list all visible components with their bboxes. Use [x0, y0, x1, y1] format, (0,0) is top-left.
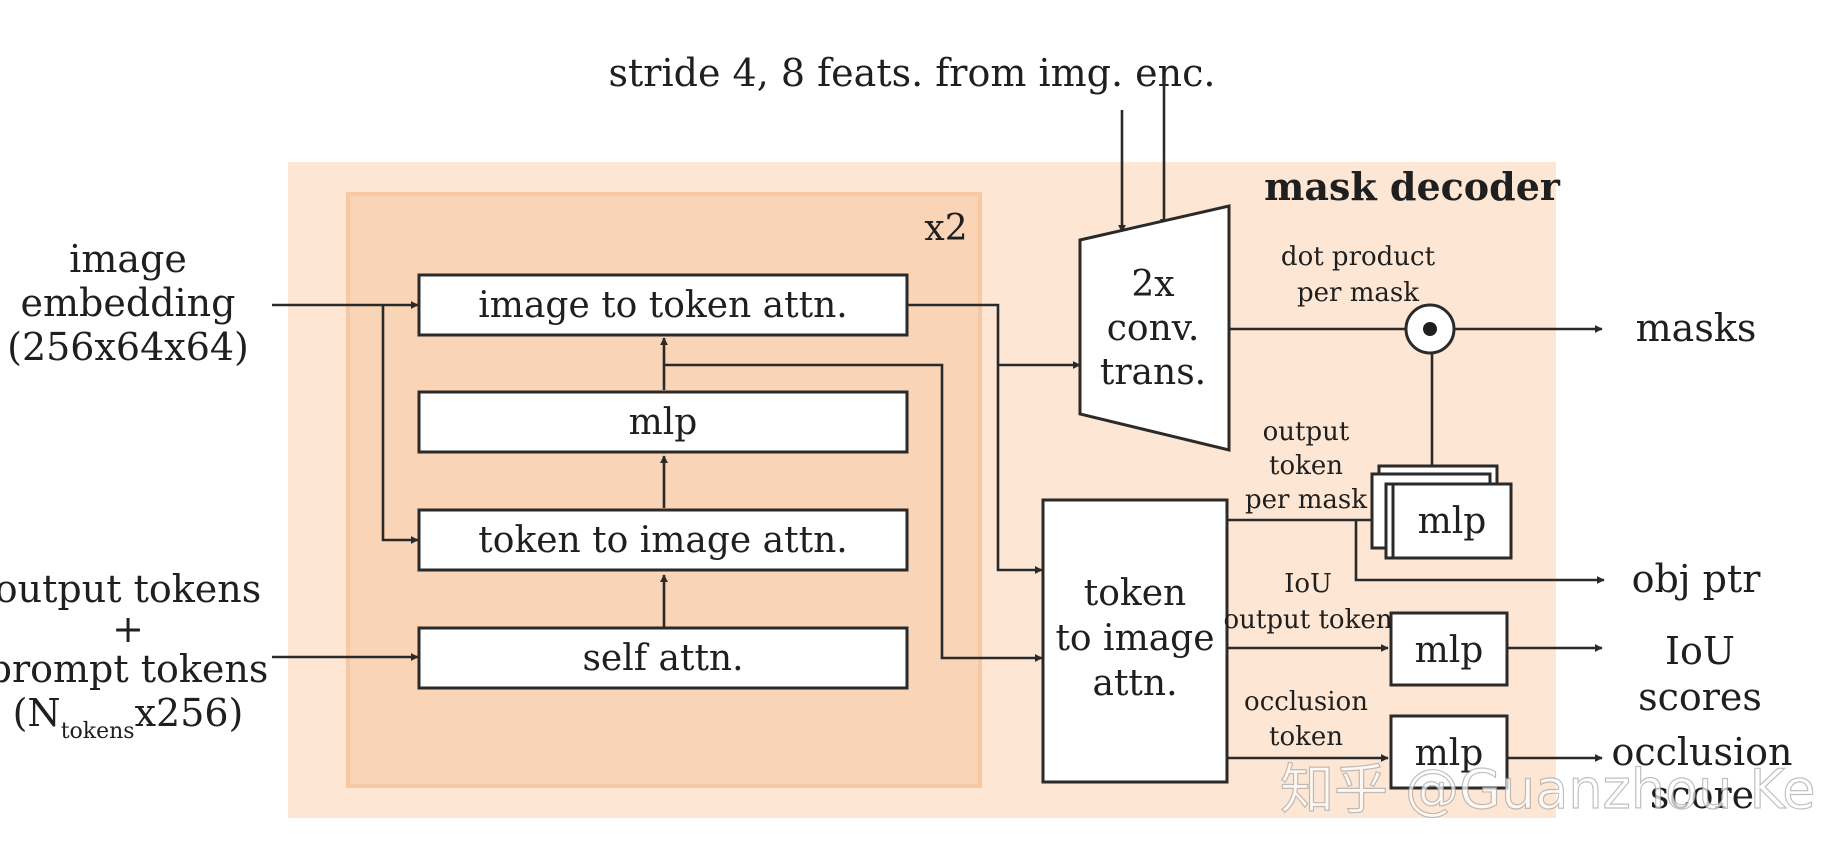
conv-trans-block: 2x conv. trans. — [1078, 204, 1231, 452]
svg-text:prompt tokens: prompt tokens — [0, 647, 268, 691]
svg-text:token: token — [1269, 451, 1343, 481]
svg-text:(256x64x64): (256x64x64) — [7, 325, 249, 369]
output-token-label: output token per mask — [1245, 417, 1367, 515]
svg-text:score: score — [1650, 773, 1754, 817]
svg-text:output tokens: output tokens — [0, 567, 261, 611]
top-input-label: stride 4, 8 feats. from img. enc. — [609, 51, 1216, 95]
svg-text:attn.: attn. — [1092, 663, 1177, 704]
svg-text:token: token — [1084, 573, 1186, 614]
svg-text:mlp: mlp — [1415, 630, 1484, 671]
self-attn-block: self attn. — [417, 626, 909, 690]
svg-text:per mask: per mask — [1245, 485, 1367, 515]
mlp-occlusion-block: mlp — [1389, 714, 1509, 790]
occlusion-token-label: occlusion token — [1244, 687, 1368, 752]
svg-text:output token: output token — [1224, 605, 1393, 635]
image-to-token-attn-block: image to token attn. — [417, 273, 909, 337]
dot-product-label: dot product per mask — [1281, 242, 1436, 308]
svg-text:token to image attn.: token to image attn. — [478, 520, 847, 561]
svg-text:2x: 2x — [1131, 264, 1174, 305]
occlusion-score-output: occlusion score — [1611, 730, 1792, 817]
svg-text:token: token — [1269, 722, 1343, 752]
svg-text:output: output — [1263, 417, 1350, 447]
svg-text:image: image — [69, 237, 187, 281]
svg-text:+: + — [112, 607, 144, 651]
repeat-label: x2 — [924, 208, 967, 249]
svg-text:image to token attn.: image to token attn. — [478, 285, 847, 326]
svg-text:conv.: conv. — [1107, 308, 1200, 349]
iou-output-token-label: IoU output token — [1224, 569, 1393, 635]
svg-text:mlp: mlp — [1415, 733, 1484, 774]
svg-text:occlusion: occlusion — [1244, 687, 1368, 717]
svg-text:per mask: per mask — [1297, 278, 1419, 308]
tokens-input: output tokens + prompt tokens (Ntokensx2… — [0, 567, 268, 744]
iou-scores-output: IoU scores — [1638, 629, 1762, 719]
dot-product-node — [1404, 303, 1456, 355]
svg-text:to image: to image — [1055, 618, 1214, 659]
masks-output: masks — [1636, 306, 1757, 350]
svg-text:self attn.: self attn. — [582, 638, 743, 679]
svg-text:IoU: IoU — [1665, 629, 1735, 673]
token-to-image-attn-big-block: token to image attn. — [1041, 498, 1229, 784]
svg-text:embedding: embedding — [21, 281, 236, 325]
mlp-output-stack: mlp — [1370, 464, 1513, 560]
svg-text:scores: scores — [1638, 675, 1762, 719]
svg-text:occlusion: occlusion — [1611, 730, 1792, 774]
token-to-image-attn-block: token to image attn. — [417, 508, 909, 572]
watermark: 知乎 @Guanzhou Ke — [1280, 758, 1816, 821]
svg-text:mlp: mlp — [1418, 501, 1487, 542]
svg-text:IoU: IoU — [1284, 569, 1332, 599]
obj-ptr-output: obj ptr — [1632, 557, 1762, 601]
mask-decoder-title: mask decoder — [1264, 164, 1561, 209]
svg-text:dot product: dot product — [1281, 242, 1436, 272]
svg-text:trans.: trans. — [1100, 352, 1206, 393]
image-embedding-input: image embedding (256x64x64) — [7, 237, 249, 369]
svg-text:(Ntokensx256): (Ntokensx256) — [13, 691, 244, 744]
mlp-block: mlp — [417, 390, 909, 454]
connections — [272, 78, 1605, 762]
svg-text:mlp: mlp — [629, 402, 698, 443]
mlp-iou-block: mlp — [1389, 611, 1509, 687]
